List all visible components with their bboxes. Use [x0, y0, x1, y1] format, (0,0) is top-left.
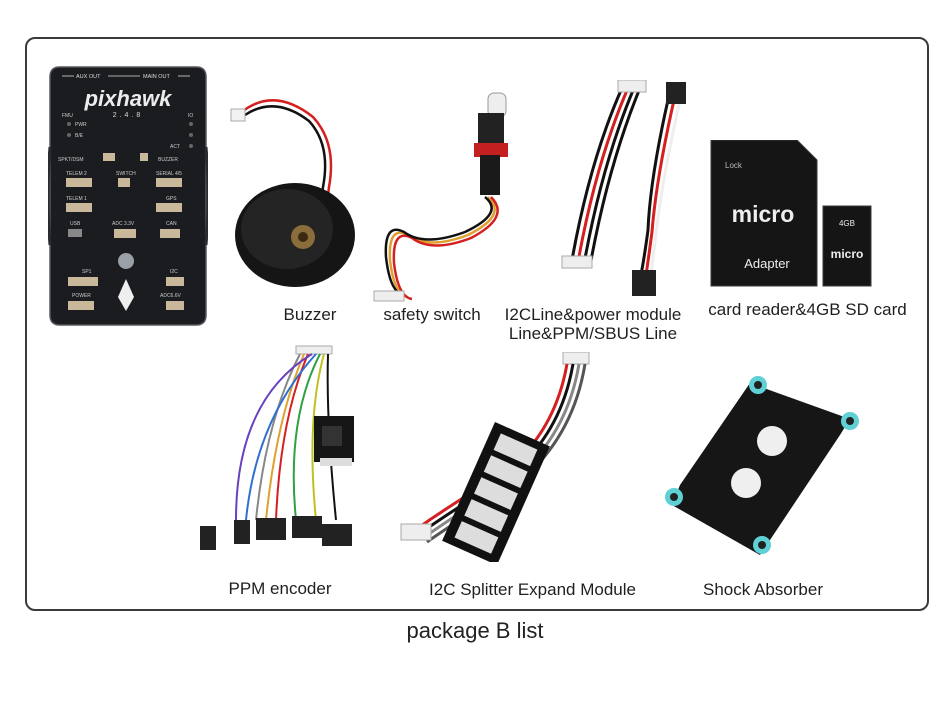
- shock-absorber-caption: Shock Absorber: [702, 580, 823, 599]
- label-sp1: SP1: [82, 269, 92, 275]
- i2c-power-caption-line1: I2CLine&power module: [504, 305, 682, 324]
- label-gps: GPS: [166, 196, 177, 202]
- sd-adapter-brand: micro: [732, 201, 795, 227]
- label-adc66: ADC6.6V: [160, 293, 182, 299]
- pixhawk-controller-image: AUX OUT MAIN OUT pixhawk 2.4.8 FMU IO PW…: [46, 65, 210, 327]
- label-pwr: PWR: [75, 122, 87, 128]
- sd-card-caption: card reader&4GB SD card: [708, 300, 907, 319]
- sd-card-image: Lock micro Adapter 4GB micro: [705, 139, 885, 290]
- package-title: package B list: [406, 618, 544, 643]
- label-telem1: TELEM 1: [66, 196, 87, 202]
- i2c-splitter-caption: I2C Splitter Expand Module: [429, 580, 636, 599]
- label-aux-out: AUX OUT: [76, 74, 101, 80]
- ppm-encoder-image: [196, 340, 366, 570]
- label-spkt: SPKT/DSM: [58, 157, 84, 163]
- label-buzzer: BUZZER: [158, 157, 178, 163]
- label-main-out: MAIN OUT: [143, 74, 171, 80]
- i2c-power-cable-image: [540, 79, 690, 302]
- buzzer-caption: Buzzer: [283, 305, 337, 324]
- safety-switch-image: [368, 85, 508, 307]
- ppm-encoder-caption: PPM encoder: [228, 579, 332, 598]
- label-adc33: ADC 3.3V: [112, 221, 135, 227]
- pixhawk-logo: pixhawk: [84, 86, 174, 111]
- label-act: ACT: [170, 144, 180, 150]
- sd-adapter-label: Adapter: [744, 256, 790, 271]
- label-be: B/E: [75, 133, 84, 139]
- sd-lock-label: Lock: [725, 161, 743, 170]
- i2c-splitter-image: [395, 351, 615, 566]
- buzzer-image: [225, 95, 355, 300]
- label-can: CAN: [166, 221, 177, 227]
- i2c-power-caption: I2CLine&power module Line&PPM/SBUS Line: [498, 305, 688, 343]
- label-fmu: FMU: [62, 113, 73, 119]
- label-usb: USB: [70, 221, 81, 227]
- label-serial45: SERIAL 4/5: [156, 171, 182, 177]
- i2c-power-caption-line2: Line&PPM/SBUS Line: [508, 324, 678, 343]
- label-i2c: I2C: [170, 269, 178, 275]
- microsd-brand: micro: [831, 247, 864, 261]
- shock-absorber-image: [650, 375, 885, 570]
- label-switch: SWITCH: [116, 171, 136, 177]
- safety-switch-caption: safety switch: [383, 305, 481, 324]
- label-power: POWER: [72, 293, 91, 299]
- pixhawk-version: 2.4.8: [113, 112, 144, 119]
- sd-capacity: 4GB: [839, 219, 855, 228]
- label-telem2: TELEM 2: [66, 171, 87, 177]
- package-frame: [25, 37, 929, 611]
- label-io: IO: [188, 113, 193, 119]
